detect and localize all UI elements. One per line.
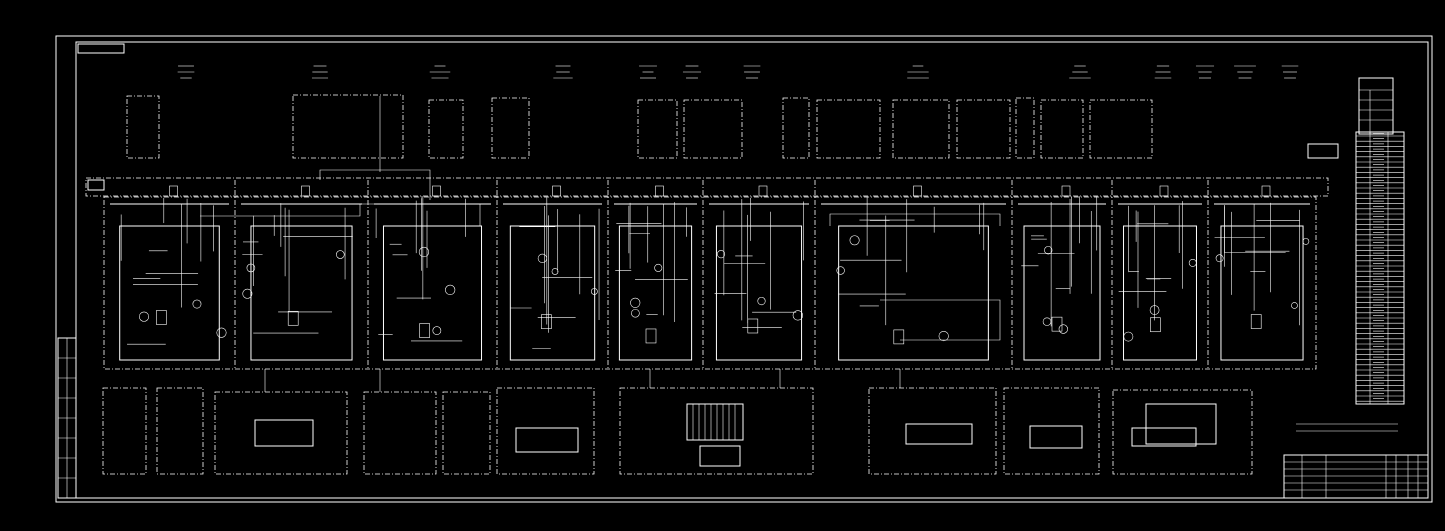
main-process-panel bbox=[103, 180, 1317, 370]
revision-strip bbox=[57, 337, 77, 499]
top-unit-boxes bbox=[126, 94, 1153, 159]
title-block bbox=[1283, 454, 1429, 499]
notes bbox=[1296, 423, 1398, 432]
outer-frame bbox=[55, 35, 1433, 503]
bottom-box-internals bbox=[254, 403, 1217, 467]
header-bus bbox=[85, 143, 1339, 197]
unit-header-labels bbox=[177, 65, 1299, 79]
corner-tag bbox=[77, 43, 125, 54]
legend-box bbox=[1358, 77, 1394, 135]
inner-frame bbox=[75, 41, 1429, 499]
equipment-table bbox=[1355, 131, 1405, 405]
process-internals bbox=[110, 96, 1310, 392]
bottom-unit-boxes bbox=[102, 387, 1253, 475]
